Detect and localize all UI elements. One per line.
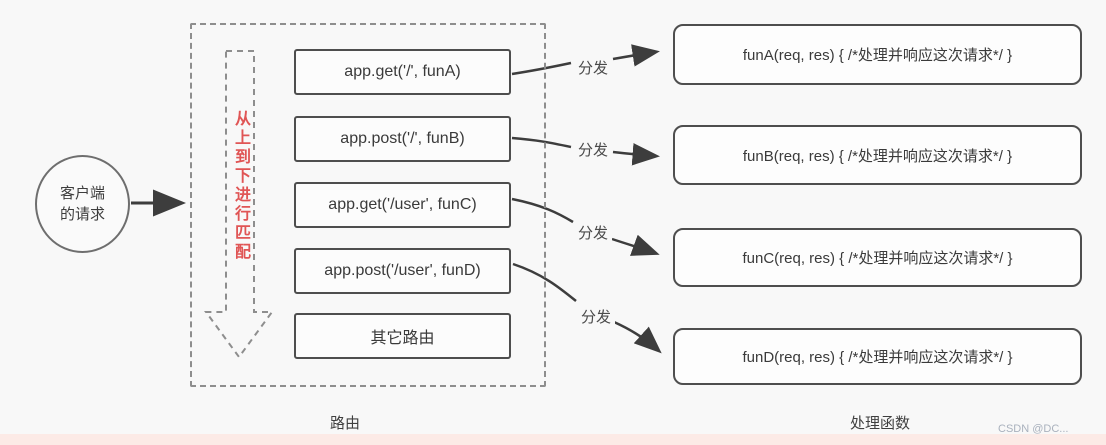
handler-label: funA(req, res) { /*处理并响应这次请求*/ }: [742, 47, 1013, 64]
handlers-caption: 处理函数: [849, 415, 910, 432]
route-label: app.post('/user', funD): [324, 262, 481, 279]
footer-strip: [0, 434, 1106, 445]
dispatch-label-1: 分发: [574, 57, 612, 78]
csdn-watermark: CSDN @DC...: [998, 423, 1069, 435]
handler-label: funD(req, res) { /*处理并响应这次请求*/ }: [742, 349, 1013, 366]
route-label: 其它路由: [370, 330, 435, 347]
route-box-get-user: app.get('/user', funC): [294, 182, 511, 228]
router-container: [190, 23, 546, 387]
dispatch-label-3: 分发: [574, 222, 612, 243]
route-label: app.post('/', funB): [340, 130, 465, 147]
client-request-node: 客户端 的请求: [35, 155, 130, 253]
route-label: app.get('/', funA): [344, 63, 461, 80]
route-box-post-root: app.post('/', funB): [294, 116, 511, 162]
handler-box-funD: funD(req, res) { /*处理并响应这次请求*/ }: [673, 328, 1082, 385]
routes-caption: 路由: [329, 415, 360, 432]
handler-box-funA: funA(req, res) { /*处理并响应这次请求*/ }: [673, 24, 1082, 85]
route-box-get-root: app.get('/', funA): [294, 49, 511, 95]
client-request-label-line2: 的请求: [59, 206, 105, 223]
dispatch-label-2: 分发: [574, 139, 612, 160]
handler-box-funC: funC(req, res) { /*处理并响应这次请求*/ }: [673, 228, 1082, 287]
handler-label: funB(req, res) { /*处理并响应这次请求*/ }: [742, 147, 1013, 165]
dispatch-label-4: 分发: [577, 306, 615, 327]
handler-label: funC(req, res) { /*处理并响应这次请求*/ }: [742, 250, 1013, 267]
route-box-post-user: app.post('/user', funD): [294, 248, 511, 294]
match-order-text: 从上到下进行匹配: [232, 110, 249, 262]
client-request-label-line1: 客户端: [59, 185, 105, 202]
handler-box-funB: funB(req, res) { /*处理并响应这次请求*/ }: [673, 125, 1082, 185]
route-label: app.get('/user', funC): [328, 196, 477, 213]
route-box-other: 其它路由: [294, 313, 511, 359]
